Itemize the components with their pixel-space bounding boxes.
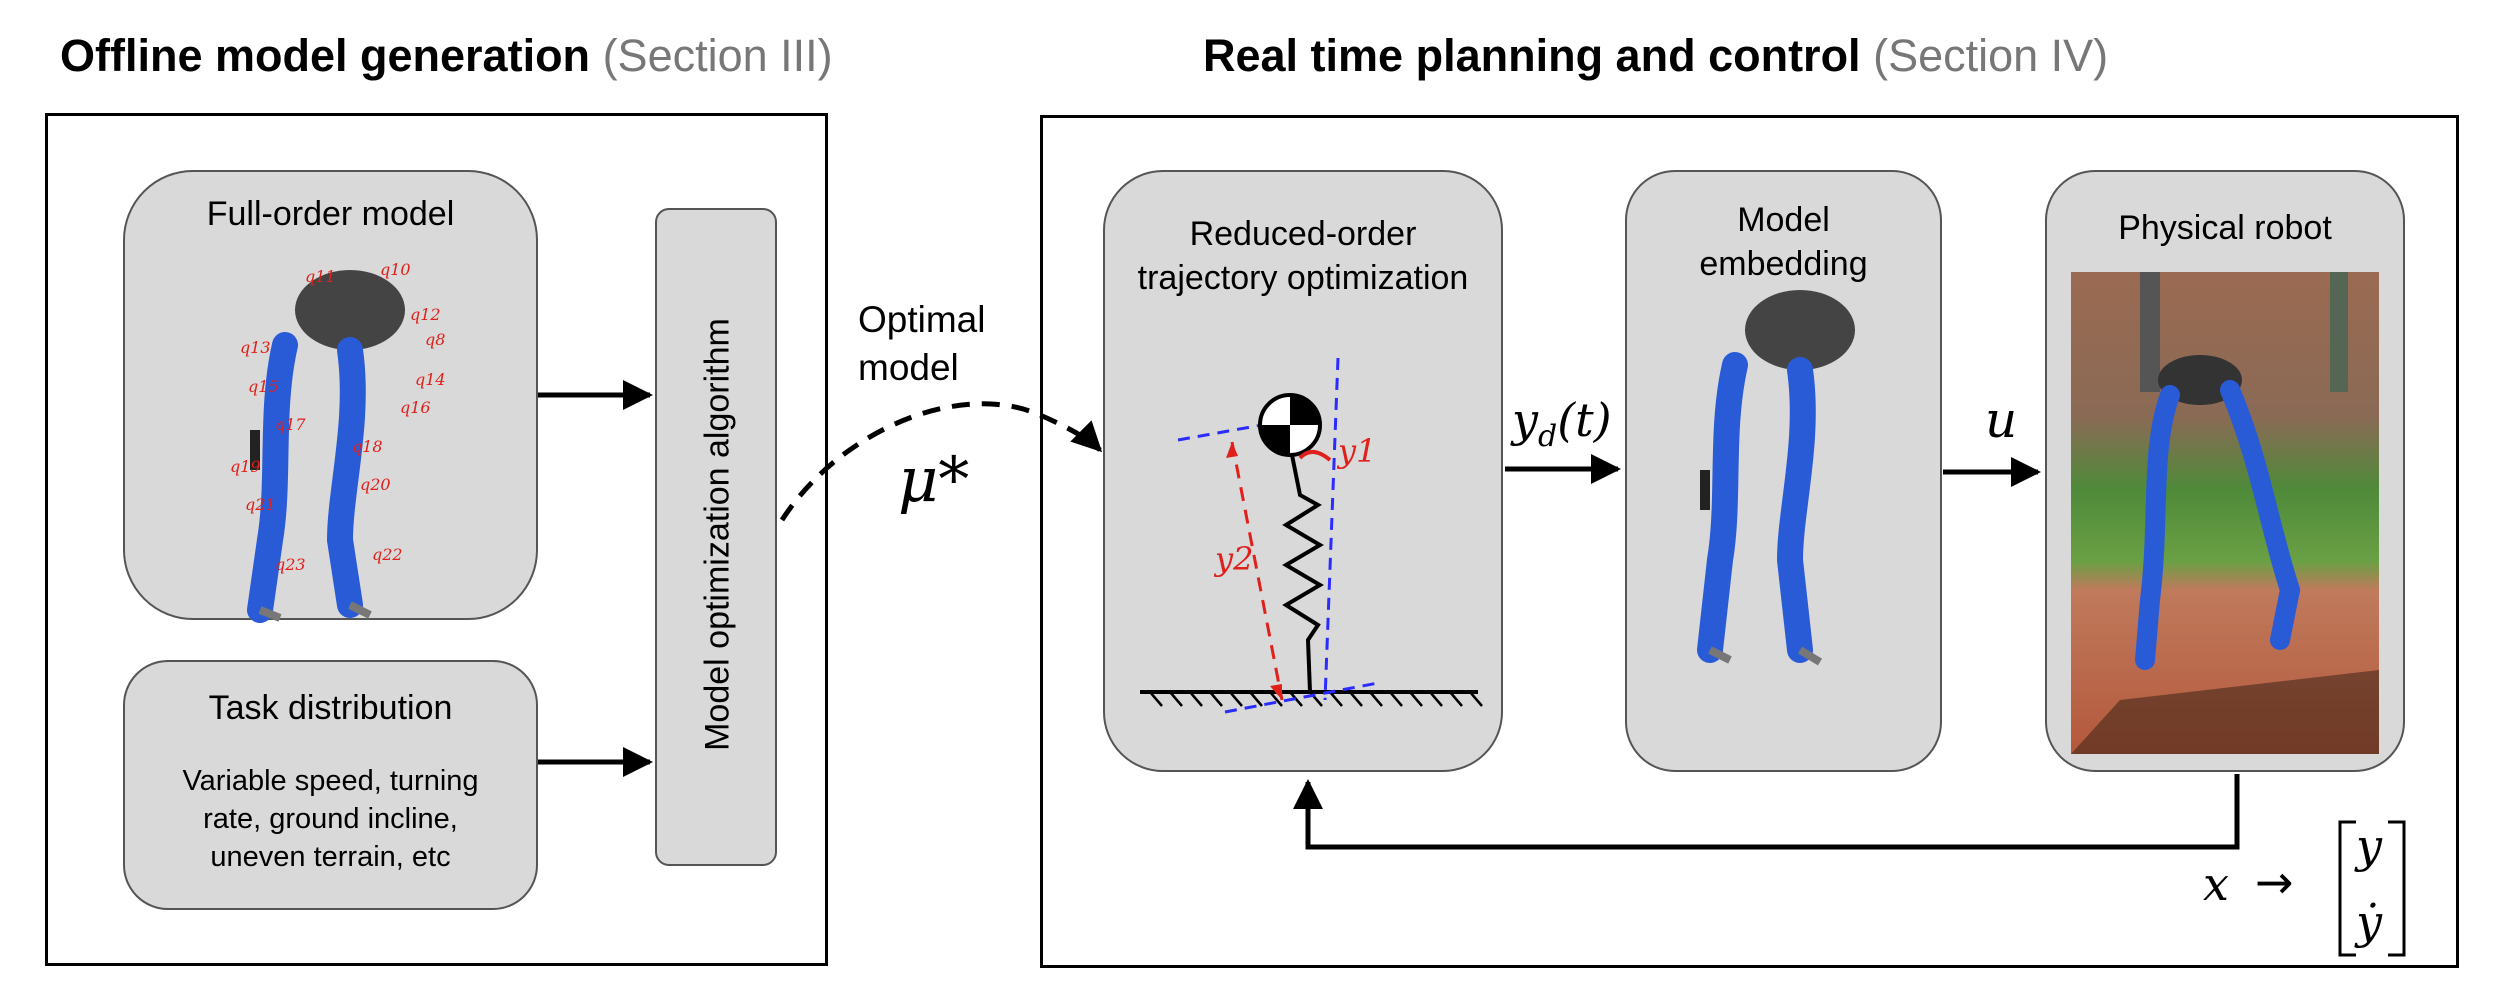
u-signal-label: u (1985, 391, 2018, 449)
joint-label-q20: q20 (360, 475, 391, 494)
joint-label-q11: q11 (305, 267, 336, 286)
y2-label: y2 (1213, 540, 1253, 578)
offline-heading: Offline model generation (Section III) (60, 30, 833, 82)
optimal-model-line-1: Optimal (858, 299, 986, 340)
matrix-left-bracket (2338, 820, 2356, 957)
reduced-order-title-2: trajectory optimization (1137, 259, 1469, 297)
task-distribution-block: Task distribution Variable speed, turnin… (123, 660, 538, 910)
spring (1282, 454, 1324, 693)
joint-label-q19: q19 (230, 457, 261, 476)
blue-top-dashed (1177, 413, 1319, 442)
y1-red-arc (1298, 450, 1332, 462)
physical-robot-title: Physical robot (2118, 209, 2332, 247)
reduced-order-block: Reduced-order trajectory optimization (1103, 170, 1503, 772)
model-optimization-block: Model optimization algorithm (655, 208, 777, 866)
reduced-order-title-1: Reduced-order (1189, 215, 1417, 253)
joint-label-q14: q14 (415, 370, 446, 389)
joint-label-q21: q21 (245, 495, 276, 514)
robot-illustration-full-order (247, 270, 405, 623)
feedback-y-bottom: ẏ (2356, 895, 2382, 949)
y1-label: y1 (1336, 432, 1376, 470)
model-embedding-title-1: Model (1737, 201, 1830, 239)
physical-robot-photo (2071, 272, 2379, 754)
feedback-arrow-label: → (2255, 855, 2294, 909)
offline-heading-title: Offline model generation (60, 30, 591, 81)
joint-label-q15: q15 (248, 377, 279, 396)
joint-label-q23: q23 (275, 555, 306, 574)
feedback-loop-arrow (1293, 774, 2240, 850)
matrix-right-bracket (2388, 820, 2406, 957)
joint-label-q13: q13 (240, 338, 271, 357)
online-heading-title: Real time planning and control (1203, 30, 1861, 81)
joint-label-q18: q18 (352, 437, 383, 456)
feedback-y-top: y (2356, 819, 2382, 873)
task-distribution-title: Task distribution (208, 689, 453, 727)
joint-label-q17: q17 (275, 415, 306, 434)
model-embedding-block: Model embedding (1625, 170, 1942, 772)
optimal-model-line-2: model (858, 347, 959, 388)
online-heading: Real time planning and control (Section … (1203, 30, 2108, 82)
task-line-1: Variable speed, turning (182, 765, 479, 797)
joint-label-q12: q12 (410, 305, 441, 324)
full-order-model-title: Full-order model (206, 195, 455, 233)
online-heading-section: (Section IV) (1873, 30, 2109, 81)
optimal-model-transfer-arrow (779, 401, 1103, 522)
joint-label-q10: q10 (380, 260, 411, 279)
blue-vertical-dashed (1323, 357, 1340, 701)
task-line-3: uneven terrain, etc (210, 841, 451, 873)
yd-signal-label: yd(t) (1512, 393, 1612, 455)
full-order-model-block: Full-order model (123, 170, 538, 620)
mu-star-symbol: μ* (898, 443, 970, 516)
offline-heading-section: (Section III) (602, 30, 833, 81)
robot-illustration-embedding (1697, 290, 1855, 666)
rom-sketch: y1 y2 (1140, 357, 1483, 714)
feedback-x-label: x (2203, 857, 2229, 911)
model-embedding-title-2: embedding (1699, 245, 1868, 283)
com-marker (1258, 393, 1322, 457)
task-line-2: rate, ground incline, (203, 803, 458, 835)
joint-label-q8: q8 (425, 330, 445, 349)
joint-label-q16: q16 (400, 398, 431, 417)
y2-red-dashed (1230, 441, 1284, 701)
joint-label-q22: q22 (372, 545, 403, 564)
joint-annotations: q11 q10 q12 q8 q13 q15 q14 q16 q17 q18 q… (230, 260, 446, 574)
optimal-model-label: Optimal model (858, 296, 985, 392)
blue-bottom-dashed (1224, 681, 1379, 714)
